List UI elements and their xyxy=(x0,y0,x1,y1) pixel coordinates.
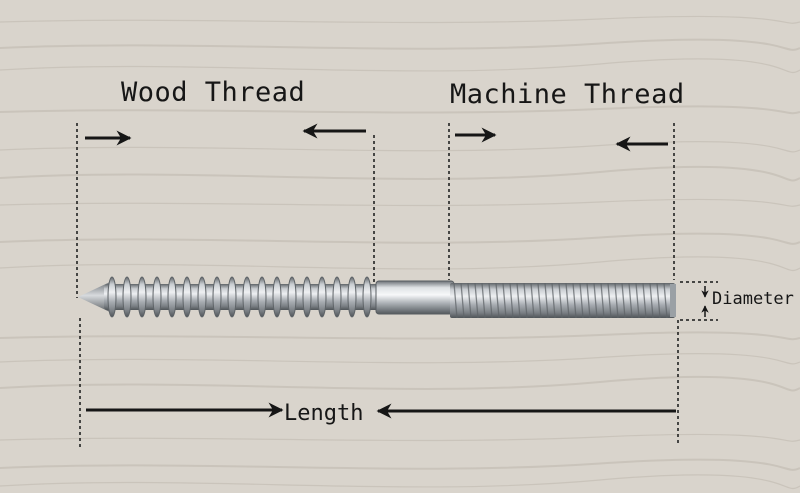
wood-grain-line xyxy=(0,141,800,153)
wood-thread-crest xyxy=(347,276,357,318)
machine-thread-crest xyxy=(656,282,661,319)
wood-grain-line xyxy=(0,331,800,341)
machine-thread-crest xyxy=(481,282,486,319)
wood-thread-crest xyxy=(227,276,237,318)
wood-thread-crest xyxy=(212,276,222,318)
machine-thread-crest xyxy=(607,282,612,319)
wood-grain-line xyxy=(0,165,800,182)
wood-thread-label: Wood Thread xyxy=(121,77,306,108)
machine-thread-crest xyxy=(579,282,584,319)
machine-thread-crest xyxy=(537,282,542,319)
machine-thread-crest xyxy=(642,282,647,319)
machine-thread-label: Machine Thread xyxy=(450,79,685,110)
wood-grain-line xyxy=(0,375,800,392)
wood-thread-crest xyxy=(257,276,267,318)
wood-grain-line xyxy=(0,58,800,74)
wood-grain-line xyxy=(0,458,800,471)
dimension-arrows xyxy=(85,123,676,419)
machine-thread-crest xyxy=(586,282,591,319)
machine-thread-crest xyxy=(593,282,598,319)
machine-thread-crest xyxy=(558,282,563,319)
machine-thread-crest xyxy=(530,282,535,319)
machine-thread-crest xyxy=(551,282,556,319)
machine-thread-body xyxy=(450,283,675,318)
machine-thread-crest xyxy=(565,282,570,319)
machine-thread-crest xyxy=(649,282,654,319)
machine-thread-crest xyxy=(453,282,458,319)
machine-thread-crest xyxy=(523,282,528,319)
hanger-bolt xyxy=(78,276,676,319)
machine-thread-crest xyxy=(663,282,668,319)
machine-thread-crest xyxy=(516,282,521,319)
machine-thread-crest xyxy=(509,282,514,319)
machine-thread-crest xyxy=(495,282,500,319)
diameter-label: Diameter xyxy=(712,289,794,309)
machine-thread-crest xyxy=(544,282,549,319)
machine-thread-crest xyxy=(628,282,633,319)
wood-grain-line xyxy=(0,433,800,442)
wood-thread-crest xyxy=(362,276,372,318)
machine-thread-crest xyxy=(572,282,577,319)
wood-grain-line xyxy=(0,474,800,490)
machine-thread-crest xyxy=(488,282,493,319)
wood-thread-crest xyxy=(137,276,147,318)
machine-thread-crest xyxy=(467,282,472,319)
wood-thread-crest xyxy=(302,276,312,318)
screw-point xyxy=(78,281,112,313)
machine-thread-crest xyxy=(600,282,605,319)
wood-thread-crest xyxy=(107,276,117,318)
wood-grain-line xyxy=(0,105,800,115)
wood-thread-crests xyxy=(107,276,372,318)
machine-thread-crest xyxy=(474,282,479,319)
wood-thread-crest xyxy=(317,276,327,318)
length-label: Length xyxy=(284,401,364,426)
wood-thread-crest xyxy=(272,276,282,318)
wood-thread-crest xyxy=(332,276,342,318)
wood-grain-line xyxy=(0,232,800,245)
machine-thread-crests xyxy=(453,282,668,319)
wood-thread-crest xyxy=(242,276,252,318)
wood-grain xyxy=(0,15,800,490)
machine-thread-crest xyxy=(635,282,640,319)
wood-thread-crest xyxy=(167,276,177,318)
wood-thread-crest xyxy=(287,276,297,318)
wood-grain-line xyxy=(0,353,800,365)
machine-thread-crest xyxy=(460,282,465,319)
screw-end xyxy=(670,284,676,317)
wood-thread-crest xyxy=(122,276,132,318)
wood-grain-line xyxy=(0,256,800,272)
machine-thread-crest xyxy=(502,282,507,319)
wood-thread-crest xyxy=(182,276,192,318)
wood-grain-line xyxy=(0,198,800,207)
dimension-guides xyxy=(76,123,718,448)
wood-thread-crest xyxy=(152,276,162,318)
machine-thread-crest xyxy=(614,282,619,319)
smooth-shank xyxy=(376,281,454,314)
wood-grain-line xyxy=(0,15,800,24)
wood-grain-line xyxy=(0,38,800,51)
wood-thread-crest xyxy=(197,276,207,318)
machine-thread-crest xyxy=(621,282,626,319)
